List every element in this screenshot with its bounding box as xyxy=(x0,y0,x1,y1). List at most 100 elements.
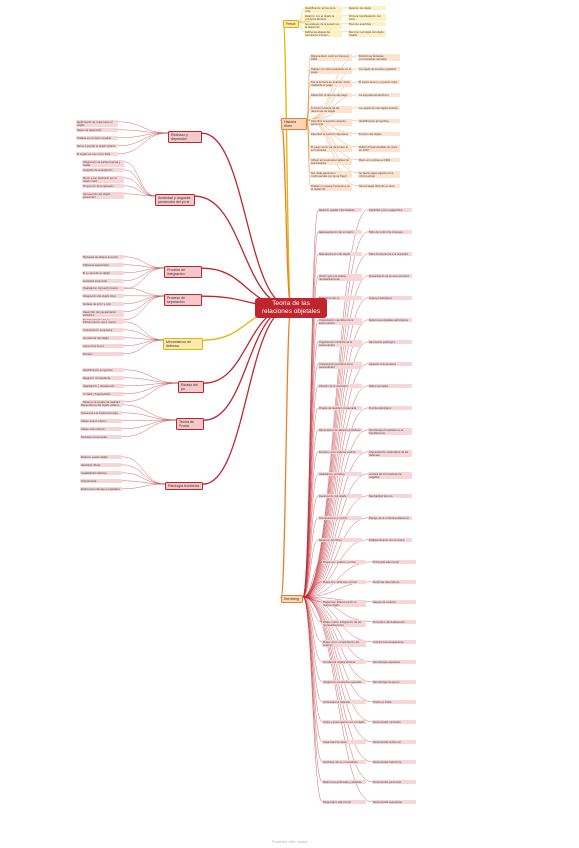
topic-proceso-integracion[interactable]: Proceso de integración xyxy=(164,266,202,279)
note-left-11[interactable]: Defensas esquizoides xyxy=(82,263,124,268)
note-freud-5[interactable]: Primera manifestación del amor xyxy=(348,14,386,22)
note-kernberg-b-11[interactable]: Relaciones profundas y estables xyxy=(322,780,366,785)
note-left-0[interactable]: Sentimiento de culpa hacia el objeto xyxy=(76,120,118,128)
topic-proceso-separacion[interactable]: Proceso de separación xyxy=(164,294,202,307)
note-left-34[interactable]: Fantasía inconsciente xyxy=(80,435,122,440)
note-kernberg-a-25[interactable]: Envidia patológica xyxy=(368,406,412,411)
note-left-18[interactable]: Desarrollo del pensamiento simbólico xyxy=(82,310,124,318)
topic-historia[interactable]: Historia Klein xyxy=(281,118,307,131)
note-left-8[interactable]: Proyección de la agresión xyxy=(82,184,124,189)
note-freud-4[interactable]: Relación de objeto xyxy=(348,6,386,11)
note-kernberg-a-31[interactable]: Establecimiento del encuadre xyxy=(368,538,412,543)
note-kernberg-b-5[interactable]: Constancia objetal libidinal xyxy=(322,660,366,665)
note-kernberg-b-21[interactable]: Personalidad narcisista xyxy=(372,720,416,725)
note-kernberg-b-24[interactable]: Personalidad paranoide xyxy=(372,780,416,785)
note-kernberg-a-24[interactable]: Rabia narcisista xyxy=(368,384,412,389)
note-left-25[interactable]: Identificación proyectiva xyxy=(82,368,124,373)
note-kernberg-a-10[interactable]: Mecanismos de defensa primitivos xyxy=(318,428,362,433)
note-historia-19[interactable]: Murió en Londres en 1960 xyxy=(358,158,400,163)
note-left-30[interactable]: Dependencia del objeto externo xyxy=(80,403,122,408)
note-kernberg-a-4[interactable]: Estructura del yo xyxy=(318,296,362,301)
note-left-16[interactable]: Integración del objeto total xyxy=(82,294,124,299)
note-kernberg-b-6[interactable]: Integración de afectos opuestos xyxy=(322,680,366,685)
note-freud-6[interactable]: Elección anaclítica xyxy=(348,22,386,27)
note-left-23[interactable]: Autonomía del yo xyxy=(82,344,124,349)
note-left-3[interactable]: Temor a perder el objeto amado xyxy=(76,144,118,149)
note-kernberg-a-12[interactable]: Idealización primitiva xyxy=(318,472,362,477)
note-kernberg-a-6[interactable]: Organización limítrofe de la personalida… xyxy=(318,340,362,348)
note-freud-2[interactable]: Sucedáneos de la pulsión en el desarroll… xyxy=(304,22,342,30)
note-kernberg-b-16[interactable]: Pronóstico del tratamiento xyxy=(372,620,416,625)
note-historia-15[interactable]: La reparación del objeto dañado xyxy=(358,106,400,111)
note-historia-2[interactable]: Fue la primera en analizar niños mediant… xyxy=(310,80,352,88)
note-left-22[interactable]: Constancia del objeto xyxy=(82,336,124,341)
note-kernberg-b-10[interactable]: Identidad del yo consolidada xyxy=(322,760,366,765)
note-kernberg-a-20[interactable]: Superyó patológico xyxy=(368,296,412,301)
note-historia-16[interactable]: Identificación proyectiva xyxy=(358,119,400,124)
note-freud-0[interactable]: Identificación prima de la vida xyxy=(304,6,342,14)
note-kernberg-b-13[interactable]: Entrevista estructural xyxy=(372,560,416,565)
note-kernberg-a-7[interactable]: Organización psicótica de la personalida… xyxy=(318,362,362,370)
note-left-21[interactable]: Individuación progresiva xyxy=(82,328,124,333)
topic-ansiedad[interactable]: Ansiedad y angustia persecutor del yo sí xyxy=(155,194,195,207)
note-left-13[interactable]: Ansiedad paranoide xyxy=(82,279,124,284)
note-kernberg-a-18[interactable]: Falta de tolerancia a la ansiedad xyxy=(368,252,412,257)
note-kernberg-a-19[interactable]: Pensamiento de proceso primario xyxy=(368,274,412,279)
note-historia-20[interactable]: Su teoría sigue vigente en la clínica ac… xyxy=(358,171,400,179)
note-historia-9[interactable]: Sus ideas generaron controversias con An… xyxy=(310,171,352,179)
note-left-9[interactable]: Introyección del objeto persecutor xyxy=(82,192,124,200)
note-left-1[interactable]: Deseo de reparación xyxy=(76,128,118,133)
note-historia-11[interactable]: Estudió las fantasías inconscientes del … xyxy=(358,54,400,62)
note-left-33[interactable]: Objeto malo interno xyxy=(80,427,122,432)
note-kernberg-a-28[interactable]: Análisis de la transferencia negativa xyxy=(368,472,412,480)
note-historia-1[interactable]: Trabajó con niños pequeños en el juego xyxy=(310,67,352,75)
topic-estado-yo[interactable]: Estado del yo xyxy=(178,381,204,394)
note-left-6[interactable]: Angustia de aniquilación xyxy=(82,168,124,173)
topic-teoria-frosto[interactable]: Teoría de Frosto xyxy=(176,418,204,431)
note-historia-13[interactable]: El pecho bueno y el pecho malo xyxy=(358,80,400,85)
note-kernberg-a-2[interactable]: Representación del objeto xyxy=(318,252,362,257)
note-left-20[interactable]: Diferenciación del sí mismo xyxy=(82,320,124,325)
note-left-31[interactable]: Tolerancia a la frustración baja xyxy=(80,411,122,416)
note-historia-3[interactable]: Desarrolló la técnica del juego xyxy=(310,93,352,98)
note-kernberg-a-3[interactable]: Afecto que une ambas representaciones xyxy=(318,274,362,282)
note-left-2[interactable]: Tristeza por el daño causado xyxy=(76,136,118,141)
note-kernberg-a-22[interactable]: Narcisismo patológico xyxy=(368,340,412,345)
note-kernberg-b-15[interactable]: Rasgos de carácter xyxy=(372,600,416,605)
note-left-39[interactable]: Relaciones intensas e inestables xyxy=(80,487,122,492)
note-historia-5[interactable]: Describió la posición esquizo-paranoide xyxy=(310,119,352,127)
note-kernberg-b-17[interactable]: Indicaciones terapéuticas xyxy=(372,640,416,645)
note-historia-18[interactable]: Publicó El psicoanálisis de niños en 193… xyxy=(358,145,400,153)
note-kernberg-b-18[interactable]: Psicoterapia expresiva xyxy=(372,660,416,665)
note-kernberg-a-15[interactable]: Negación primitiva xyxy=(318,538,362,543)
note-kernberg-a-29[interactable]: Neutralidad técnica xyxy=(368,494,412,499)
note-kernberg-a-27[interactable]: Interpretación sistemática de las defens… xyxy=(368,450,412,458)
note-kernberg-a-16[interactable]: Debilidad yoica inespecífica xyxy=(368,208,412,213)
note-kernberg-a-0[interactable]: Relación objetal internalizada xyxy=(318,208,362,213)
note-kernberg-a-9[interactable]: Prueba de realidad conservada xyxy=(318,406,362,411)
note-left-38[interactable]: Impulsividad xyxy=(80,479,122,484)
note-kernberg-a-21[interactable]: Relaciones objetales patológicas xyxy=(368,318,412,323)
note-left-32[interactable]: Objeto bueno interno xyxy=(80,419,122,424)
note-kernberg-a-13[interactable]: Devaluación del objeto xyxy=(318,494,362,499)
note-kernberg-a-26[interactable]: Psicoterapia focalizada en la transferen… xyxy=(368,428,412,436)
root-topic[interactable]: Teoría de las relaciones objetales xyxy=(255,298,327,318)
note-kernberg-b-3[interactable]: Etapa cuatro: integración de las represe… xyxy=(322,620,366,628)
note-kernberg-b-2[interactable]: Etapa tres: diferenciación sí mismo-obje… xyxy=(322,600,366,608)
note-left-29[interactable]: Fallas en la prueba de realidad xyxy=(82,400,124,405)
note-historia-21[interactable]: Hanna Segal difundió su obra xyxy=(358,184,400,189)
note-kernberg-b-25[interactable]: Personalidad esquizoide xyxy=(372,800,416,805)
note-kernberg-b-0[interactable]: Etapa uno: autismo normal xyxy=(322,560,366,565)
note-kernberg-b-7[interactable]: Ambivalencia tolerada xyxy=(322,700,366,705)
note-kernberg-b-23[interactable]: Personalidad histriónica xyxy=(372,760,416,765)
note-kernberg-a-5[interactable]: Organización neurótica de la personalida… xyxy=(318,318,362,326)
note-left-15[interactable]: Idealización del pecho bueno xyxy=(82,286,124,291)
note-left-4[interactable]: El objeto se vive como total xyxy=(76,152,118,157)
note-kernberg-a-30[interactable]: Manejo de la contratransferencia xyxy=(368,516,412,521)
note-historia-14[interactable]: La angustia persecutoria xyxy=(358,93,400,98)
note-kernberg-a-8[interactable]: Difusión de la identidad xyxy=(318,384,362,389)
note-left-17[interactable]: Síntesis de amor y odio xyxy=(82,302,124,307)
note-kernberg-a-17[interactable]: Falta de control de impulsos xyxy=(368,230,412,235)
note-left-24[interactable]: Escisión xyxy=(82,352,124,357)
note-historia-17[interactable]: Escisión del objeto xyxy=(358,132,400,137)
